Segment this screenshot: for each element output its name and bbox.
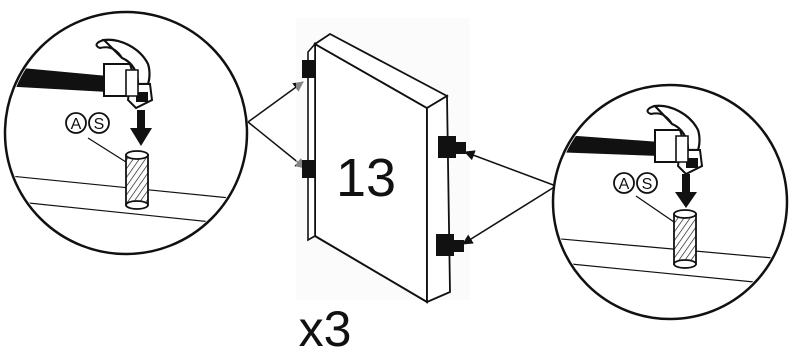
left-badge-a-circle (65, 112, 87, 134)
down-arrow-icon (675, 174, 697, 208)
hammer-icon (555, 104, 704, 176)
left-callout: A S (3, 10, 249, 256)
left-pointer-lines (247, 81, 306, 169)
right-badge-leader (635, 195, 675, 223)
right-pointer-lines (462, 150, 557, 245)
wooden-dowel-icon (673, 209, 697, 269)
panel-quantity: x3 (299, 301, 352, 357)
panel-number: 13 (336, 148, 396, 208)
left-badge-group: A S (65, 112, 110, 134)
right-callout: A S (551, 83, 789, 321)
right-badge-s: S (642, 176, 653, 193)
left-badge-leader (87, 137, 127, 163)
panel-dowel-bottom-left (302, 160, 316, 178)
right-badge-a-circle (613, 172, 635, 194)
left-badge-a: A (71, 116, 82, 133)
panel-dowel-bottom-right (436, 234, 464, 256)
panel-dowel-top-left (302, 60, 316, 78)
right-badge-s-circle (636, 172, 658, 194)
panel-dowel-top-right (438, 136, 466, 158)
panel-13: 13 (296, 18, 470, 304)
right-surface-line-top (555, 237, 785, 261)
left-surface-line-top (7, 174, 245, 201)
down-arrow-icon (130, 110, 152, 146)
left-badge-s-circle (88, 112, 110, 134)
panel-side-edge (426, 94, 451, 304)
wooden-dowel-icon (125, 150, 149, 210)
right-badge-a: A (619, 176, 630, 193)
hammer-icon (7, 38, 154, 110)
left-badge-s: S (94, 116, 105, 133)
right-badge-group: A S (613, 172, 658, 194)
